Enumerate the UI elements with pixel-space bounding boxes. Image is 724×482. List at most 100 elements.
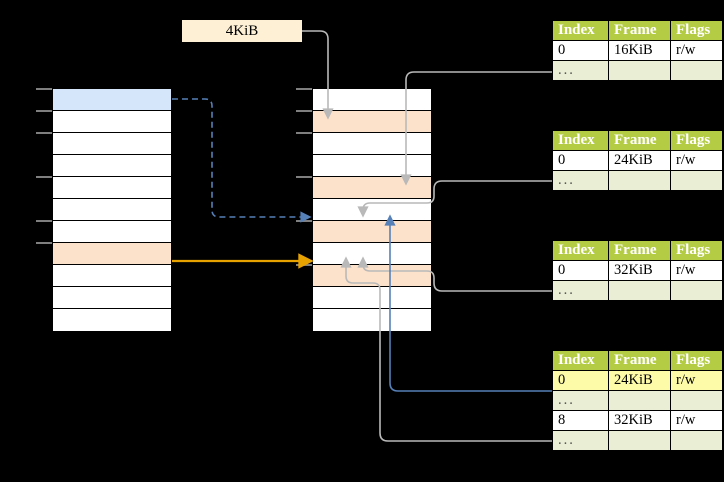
cell-index: 0 — [552, 370, 609, 391]
table-row: ... — [552, 390, 723, 411]
virtual-cell-row-3 — [53, 155, 171, 177]
virtual-cell-row-4 — [53, 177, 171, 199]
cell-flags — [670, 170, 723, 191]
cell-flags — [670, 60, 723, 81]
cell-index: 0 — [552, 40, 609, 61]
virtual-cell-tick-2 — [36, 132, 52, 134]
cell-index: 8 — [552, 410, 609, 431]
cell-frame: 32KiB — [608, 410, 671, 431]
column-header-flags: Flags — [670, 130, 723, 151]
virtual-cell-tick-6 — [36, 220, 52, 222]
physical-cell-row-4 — [313, 177, 431, 199]
virtual-cell-row-2 — [53, 133, 171, 155]
column-header-index: Index — [552, 350, 609, 371]
physical-column-ticks — [296, 88, 312, 330]
virtual-cell-row-9 — [53, 287, 171, 309]
physical-cell-row-3 — [313, 155, 431, 177]
column-header-index: Index — [552, 130, 609, 151]
cell-frame — [608, 390, 671, 411]
cell-frame — [608, 430, 671, 451]
cell-flags — [670, 280, 723, 301]
cell-index: ... — [552, 430, 609, 451]
physical-cell-row-10 — [313, 309, 431, 331]
physical-cell-row-6 — [313, 221, 431, 243]
virtual-cell-row-5 — [53, 199, 171, 221]
physical-cell-tick-8 — [296, 264, 312, 266]
virtual-cell-row-10 — [53, 309, 171, 331]
column-header-frame: Frame — [608, 130, 671, 151]
physical-cell-tick-4 — [296, 176, 312, 178]
physical-memory-column — [312, 88, 432, 331]
physical-cell-row-2 — [313, 133, 431, 155]
cell-frame — [608, 280, 671, 301]
column-header-flags: Flags — [670, 350, 723, 371]
virtual-cell-row-6 — [53, 221, 171, 243]
physical-cell-tick-0 — [296, 88, 312, 90]
virtual-cell-row-0 — [53, 89, 171, 111]
size-label-text: 4KiB — [225, 22, 259, 39]
physical-cell-row-0 — [313, 89, 431, 111]
cell-index: 0 — [552, 150, 609, 171]
table-row: ... — [552, 280, 723, 301]
cell-frame: 16KiB — [608, 40, 671, 61]
cell-flags: r/w — [670, 40, 723, 61]
virtual-cell-row-7 — [53, 243, 171, 265]
physical-cell-tick-2 — [296, 132, 312, 134]
column-header-frame: Frame — [608, 20, 671, 41]
physical-cell-row-5 — [313, 199, 431, 221]
size-label-4kib: 4KiB — [182, 20, 302, 42]
virtual-address-column — [52, 88, 172, 331]
column-header-index: Index — [552, 240, 609, 261]
cell-frame: 24KiB — [608, 370, 671, 391]
cell-frame — [608, 60, 671, 81]
cell-flags — [670, 430, 723, 451]
virtual-cell-row-8 — [53, 265, 171, 287]
column-header-frame: Frame — [608, 240, 671, 261]
cell-flags: r/w — [670, 150, 723, 171]
cell-index: 0 — [552, 260, 609, 281]
cell-index: ... — [552, 60, 609, 81]
column-header-flags: Flags — [670, 20, 723, 41]
cell-frame: 24KiB — [608, 150, 671, 171]
cell-index: ... — [552, 170, 609, 191]
column-header-frame: Frame — [608, 350, 671, 371]
virtual-cell-tick-0 — [36, 88, 52, 90]
column-header-index: Index — [552, 20, 609, 41]
virtual-cell-tick-7 — [36, 242, 52, 244]
physical-cell-tick-6 — [296, 220, 312, 222]
physical-cell-row-1 — [313, 111, 431, 133]
cell-frame: 32KiB — [608, 260, 671, 281]
cell-index: ... — [552, 390, 609, 411]
cell-flags: r/w — [670, 260, 723, 281]
physical-cell-row-9 — [313, 287, 431, 309]
table-row: ... — [552, 170, 723, 191]
table-row: ... — [552, 430, 723, 451]
cell-flags: r/w — [670, 410, 723, 431]
cell-frame — [608, 170, 671, 191]
virtual-column-ticks — [36, 88, 52, 330]
virtual-cell-tick-4 — [36, 176, 52, 178]
virtual-cell-tick-1 — [36, 110, 52, 112]
column-header-flags: Flags — [670, 240, 723, 261]
physical-cell-row-8 — [313, 265, 431, 287]
physical-cell-tick-1 — [296, 110, 312, 112]
table-row: ... — [552, 60, 723, 81]
physical-cell-row-7 — [313, 243, 431, 265]
cell-flags — [670, 390, 723, 411]
virtual-cell-row-1 — [53, 111, 171, 133]
cell-index: ... — [552, 280, 609, 301]
